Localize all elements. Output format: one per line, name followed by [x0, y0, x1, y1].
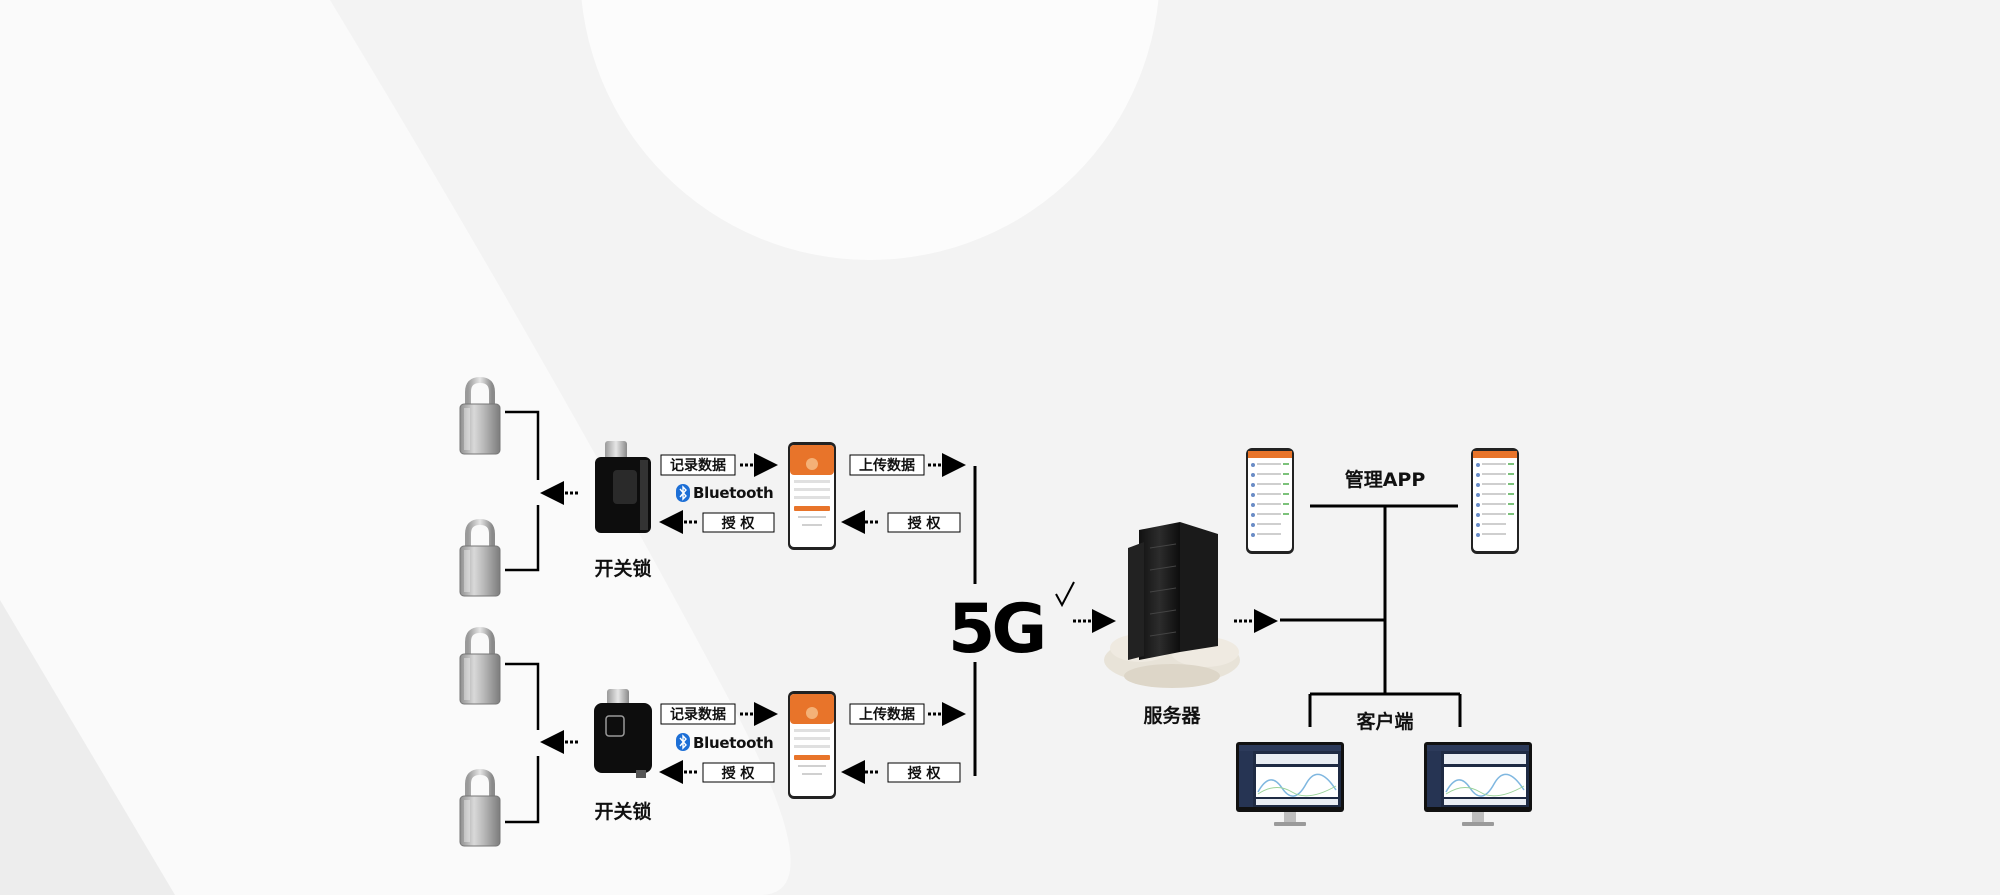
management-app-phone-right	[1471, 448, 1519, 554]
lock-label-bottom: 开关锁	[594, 800, 651, 823]
phone-network-row-top: 上传数据 授 权	[841, 453, 966, 534]
client-label: 客户端	[1356, 710, 1413, 733]
auth-label-top-left: 授 权	[722, 515, 756, 532]
auth-label-bottom-left: 授 权	[722, 765, 756, 782]
upload-data-label-top: 上传数据	[859, 457, 915, 474]
distribution-tree	[1280, 504, 1462, 727]
mobile-app-phone-bottom	[788, 691, 836, 799]
bluetooth-label-top: Bluetooth	[693, 484, 773, 502]
bluetooth-icon	[675, 732, 691, 752]
record-data-label-bottom: 记录数据	[670, 706, 726, 723]
client-monitor-right	[1423, 741, 1533, 827]
management-app-label: 管理APP	[1345, 468, 1426, 491]
upload-data-label-bottom: 上传数据	[859, 706, 915, 723]
lock-label-top: 开关锁	[594, 557, 651, 580]
auth-label-top-right: 授 权	[908, 515, 942, 532]
server-label: 服务器	[1143, 704, 1201, 727]
smart-lock-top	[595, 441, 651, 533]
bluetooth-label-bottom: Bluetooth	[693, 734, 773, 752]
smart-lock-bottom	[594, 689, 652, 778]
mobile-app-phone-top	[788, 442, 836, 550]
auth-label-bottom-right: 授 权	[908, 765, 942, 782]
server-rack-icon	[1104, 522, 1240, 688]
management-app-phone-left	[1246, 448, 1294, 554]
client-monitor-left	[1235, 741, 1345, 827]
arrows-to-padlocks	[540, 481, 578, 754]
phone-network-row-bottom: 上传数据 授 权	[841, 702, 966, 784]
record-data-label-top: 记录数据	[670, 457, 726, 474]
lock-phone-row-top: 记录数据 Bluetooth 授 权	[659, 453, 778, 534]
lock-phone-row-bottom: 记录数据 Bluetooth 授 权	[659, 702, 778, 784]
padlock-brackets	[505, 410, 540, 824]
network-5g-label: 5G	[948, 590, 1043, 669]
background-shapes	[0, 0, 1160, 895]
bluetooth-icon	[675, 483, 691, 503]
checkmark-icon	[1055, 581, 1075, 608]
